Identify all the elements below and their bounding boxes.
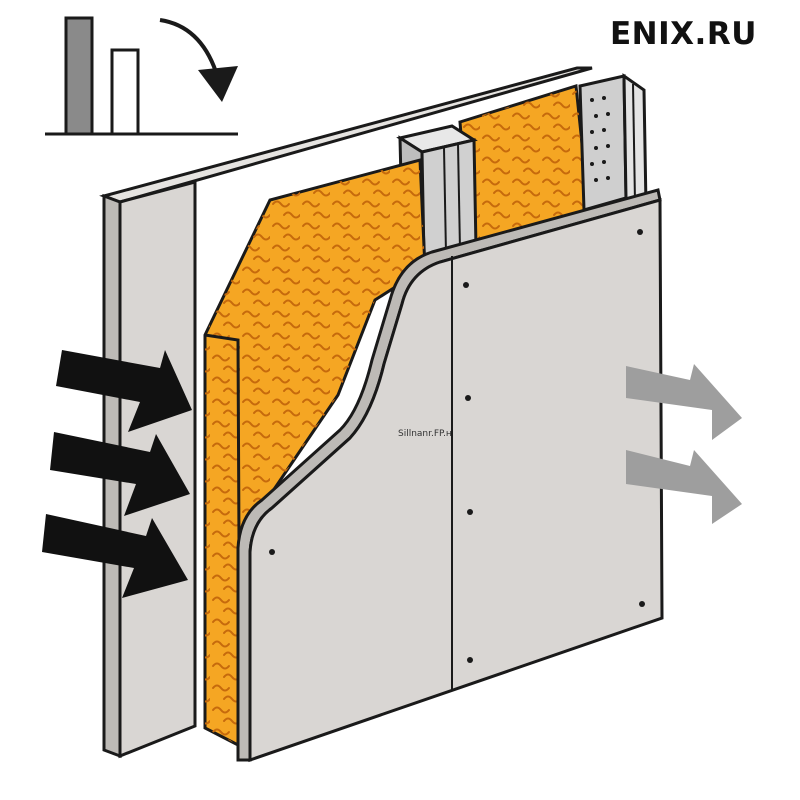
brand-logo-text: ENIX.RU bbox=[610, 16, 757, 52]
short-bar bbox=[110, 48, 140, 136]
front-gypsum-board: Sillnanr.FP.н bbox=[236, 188, 664, 763]
sound-reduction-chart-icon bbox=[45, 16, 238, 136]
curved-arrow-head bbox=[198, 66, 238, 102]
board-marking-label: Sillnanr.FP.н bbox=[398, 429, 452, 439]
tall-bar bbox=[64, 16, 94, 136]
edge-profile bbox=[578, 73, 648, 212]
curved-arrow-icon bbox=[159, 18, 218, 73]
mineral-wool-insulation bbox=[203, 158, 427, 749]
reduced-sound-arrow-icon bbox=[626, 364, 742, 524]
incoming-sound-arrow-icon bbox=[42, 350, 192, 598]
